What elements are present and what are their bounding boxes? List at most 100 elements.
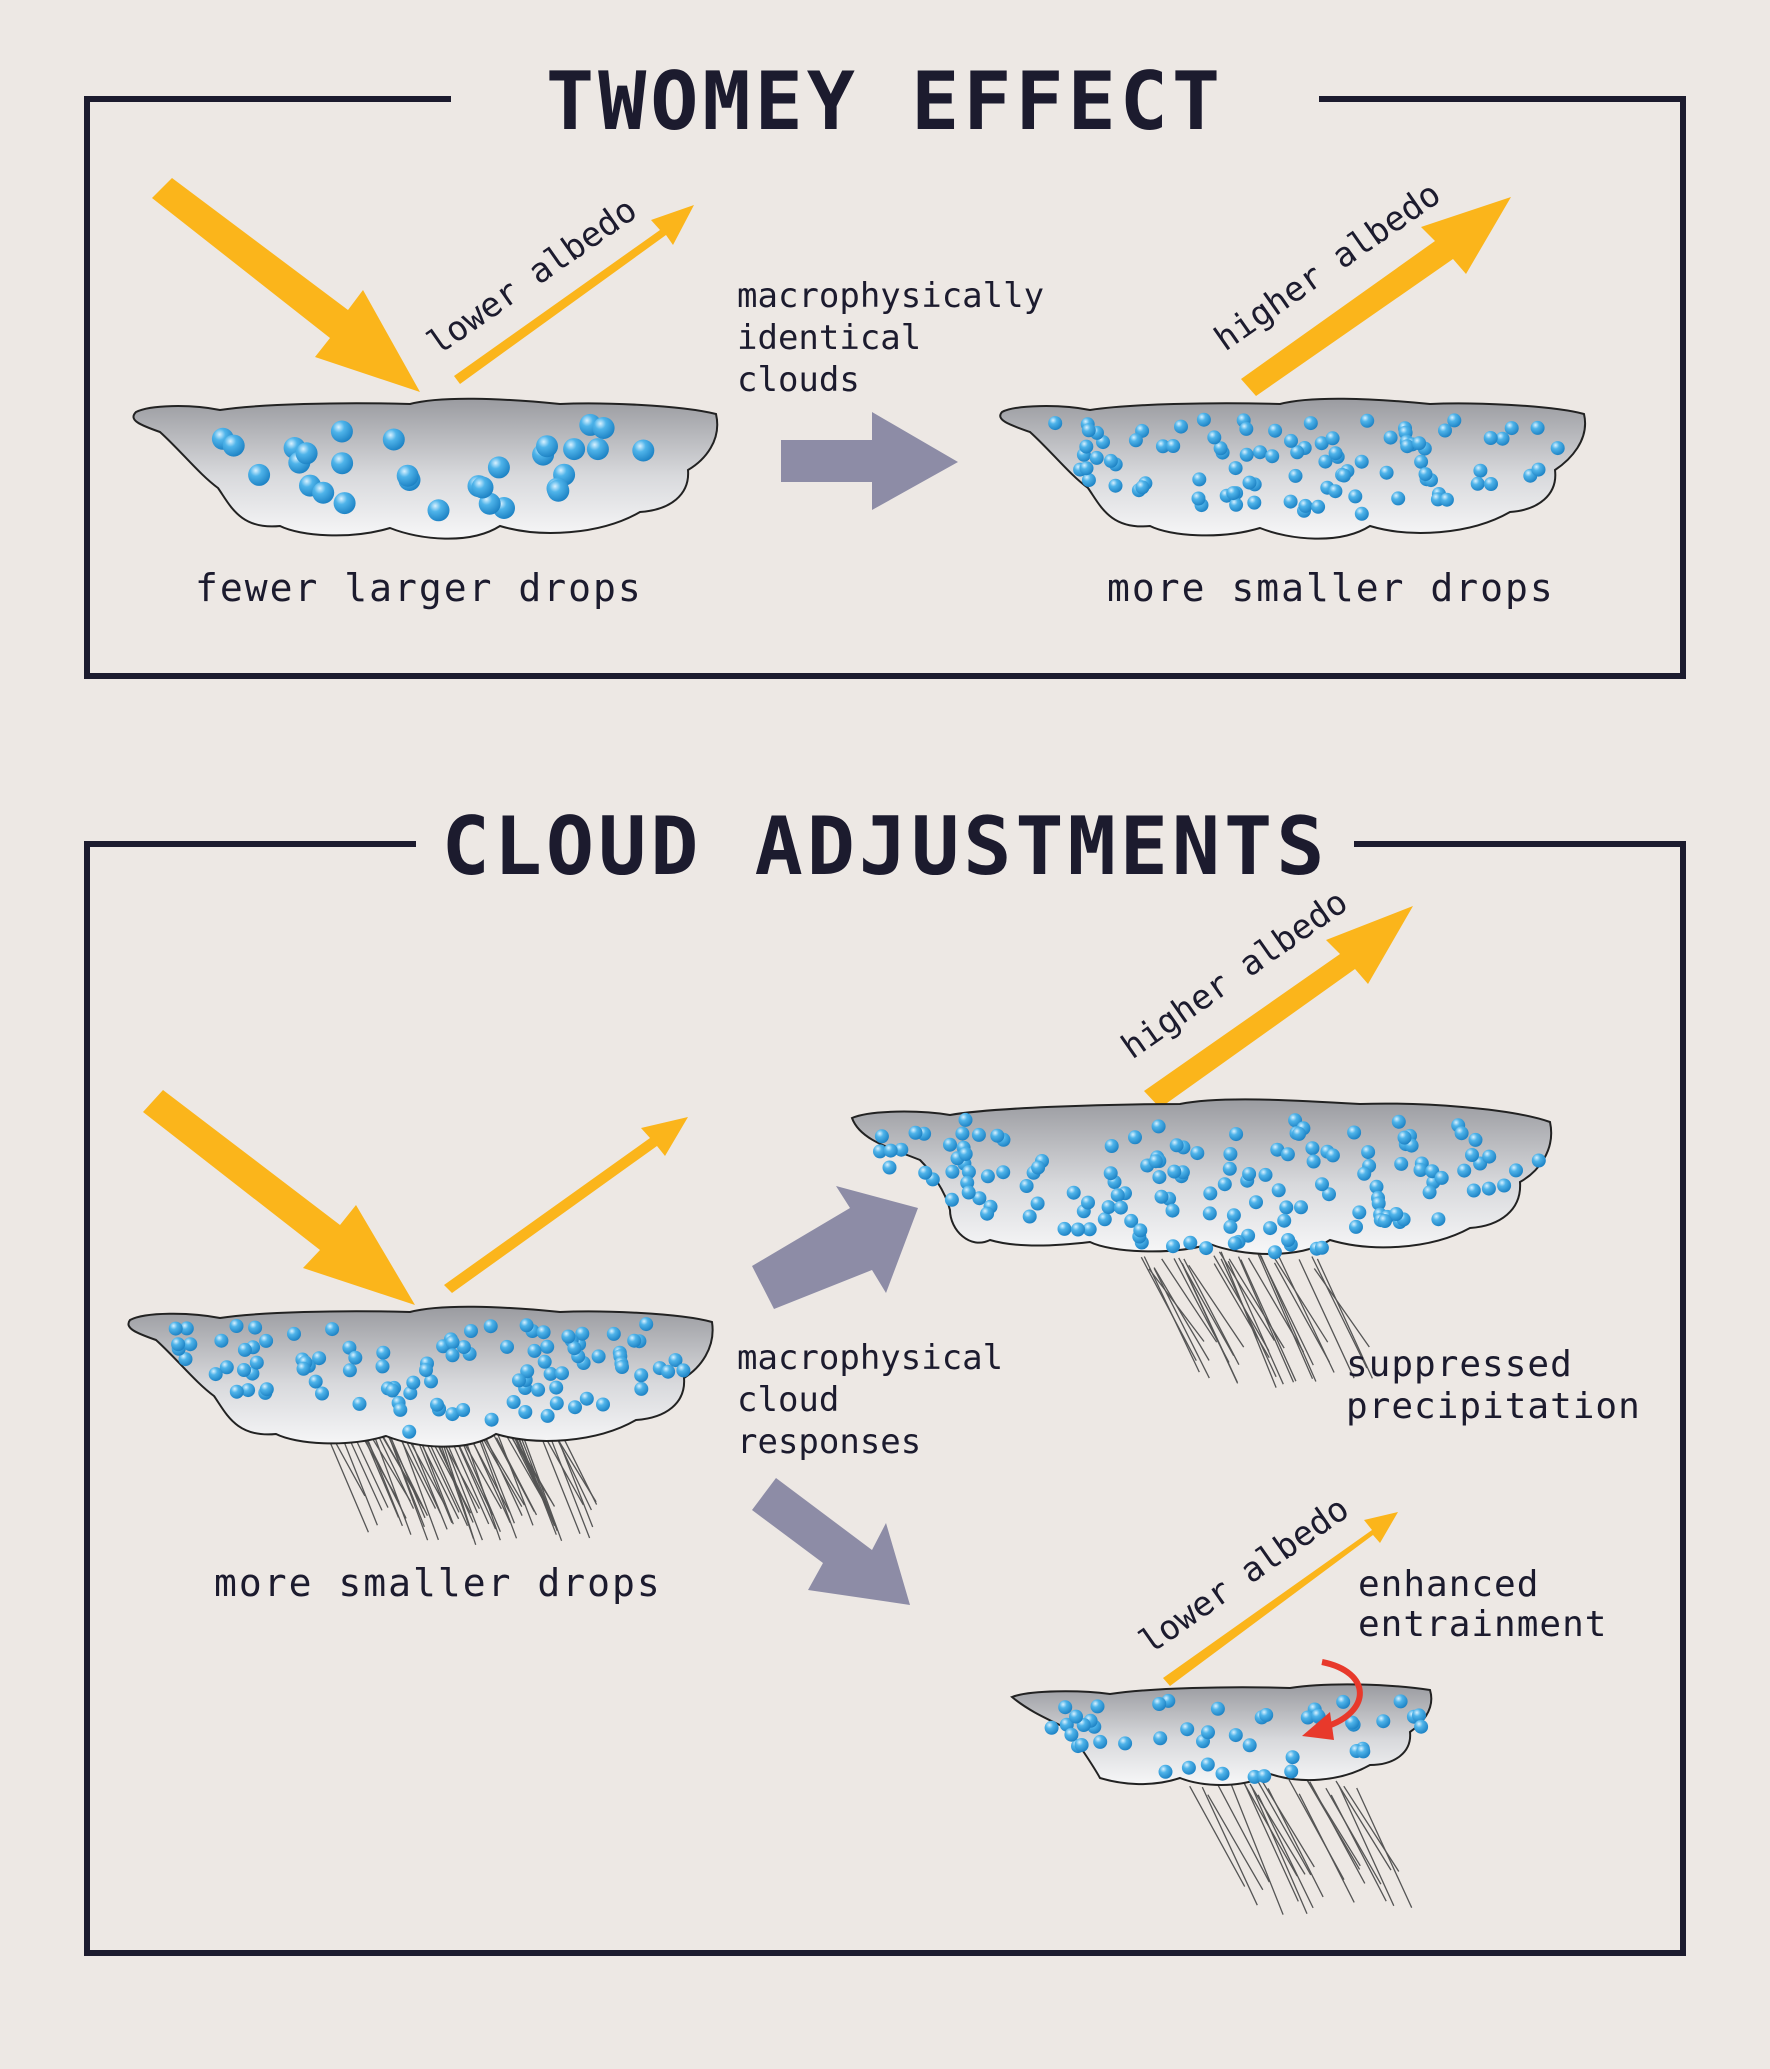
- macrophysically-label: macrophysically: [737, 276, 1044, 316]
- droplet: [1413, 1163, 1428, 1177]
- droplet: [945, 1164, 960, 1179]
- droplet: [222, 434, 245, 457]
- droplet: [1265, 449, 1280, 464]
- rain-streak: [1325, 1787, 1382, 1885]
- droplet: [1103, 453, 1118, 468]
- droplet: [1044, 1720, 1059, 1735]
- droplet: [592, 417, 615, 439]
- rain-streak: [448, 1433, 490, 1525]
- rain-streak: [475, 1431, 518, 1539]
- droplet: [1303, 416, 1318, 431]
- droplet: [1484, 477, 1498, 491]
- entrainment-arrow-icon: [1302, 1659, 1363, 1740]
- rain-streak: [1220, 1251, 1277, 1388]
- droplet: [958, 1147, 973, 1161]
- twomey-title: TWOMEY EFFECT: [450, 54, 1320, 150]
- rain-streak: [441, 1436, 484, 1541]
- droplet: [1383, 430, 1398, 445]
- droplet: [1148, 1154, 1163, 1169]
- rain-streak: [327, 1438, 369, 1533]
- droplet: [1263, 1221, 1278, 1236]
- droplet: [487, 456, 510, 479]
- droplet: [1110, 1188, 1125, 1203]
- droplet: [1222, 1161, 1237, 1176]
- macrophysical-label: macrophysical: [737, 1338, 1003, 1378]
- droplet: [1201, 1725, 1215, 1740]
- droplet: [471, 476, 494, 499]
- droplet: [237, 1363, 251, 1377]
- droplet: [1069, 1709, 1083, 1724]
- droplet: [1391, 1114, 1406, 1129]
- droplet: [1336, 1694, 1351, 1709]
- droplet: [567, 1341, 582, 1356]
- clouds-label: clouds: [737, 360, 860, 400]
- droplet: [1223, 1147, 1238, 1161]
- droplet: [540, 1339, 555, 1354]
- droplet: [249, 1355, 264, 1370]
- droplet: [168, 1321, 183, 1336]
- droplet: [1190, 1146, 1205, 1161]
- droplet: [1288, 468, 1303, 483]
- droplet: [1153, 1731, 1168, 1746]
- droplet: [1128, 1130, 1142, 1145]
- rain-streak: [1241, 1779, 1298, 1877]
- droplet: [427, 499, 450, 522]
- rain-streak: [1251, 1787, 1308, 1914]
- droplet: [1294, 1200, 1308, 1215]
- droplet: [1058, 1700, 1073, 1715]
- droplet: [1447, 413, 1462, 428]
- reflected-sunlight-arrow: [454, 205, 694, 384]
- droplet: [259, 1333, 274, 1348]
- flow-arrow-up: [752, 1186, 918, 1309]
- droplet: [874, 1129, 889, 1144]
- droplet: [883, 1143, 898, 1158]
- droplet: [1495, 431, 1510, 446]
- droplet: [1284, 1764, 1299, 1779]
- droplet: [456, 1403, 471, 1417]
- droplet: [1270, 1142, 1285, 1157]
- droplet: [596, 1397, 610, 1412]
- droplet: [1454, 1126, 1469, 1141]
- droplet: [1268, 423, 1283, 438]
- droplet: [1064, 1727, 1079, 1742]
- rain-streak: [1213, 1777, 1270, 1883]
- droplet: [1300, 1710, 1315, 1725]
- droplet: [1215, 1766, 1230, 1781]
- droplet: [295, 442, 318, 465]
- droplet: [944, 1192, 959, 1207]
- droplet: [1371, 1196, 1386, 1211]
- rain-streak: [495, 1437, 538, 1516]
- droplet: [563, 438, 586, 461]
- cloud-adjustments-title: CLOUD ADJUSTMENTS: [415, 799, 1355, 895]
- rain-streak: [1356, 1787, 1413, 1908]
- droplet: [1315, 1177, 1329, 1192]
- droplet: [259, 1382, 274, 1397]
- droplet: [1328, 484, 1343, 499]
- droplet: [1483, 431, 1498, 445]
- droplet: [1354, 454, 1369, 469]
- rain-streak: [383, 1437, 425, 1510]
- rain-streak: [426, 1438, 469, 1527]
- droplet: [961, 1164, 976, 1179]
- droplet: [331, 452, 354, 475]
- droplet: [1081, 423, 1096, 438]
- droplet: [1377, 1214, 1392, 1228]
- droplet: [1298, 498, 1313, 513]
- rain-streak: [1153, 1268, 1210, 1379]
- droplet: [1354, 506, 1369, 521]
- droplet: [606, 1326, 621, 1341]
- droplet: [1079, 461, 1094, 476]
- droplet: [1356, 1744, 1371, 1759]
- droplet: [1229, 1127, 1244, 1142]
- rain-streak: [406, 1430, 448, 1530]
- rain-streak: [365, 1438, 407, 1519]
- droplet: [1108, 478, 1123, 493]
- rain-streak: [1218, 1251, 1275, 1341]
- droplet: [873, 1144, 887, 1159]
- reflected-sunlight-arrow-upper: [1144, 906, 1413, 1108]
- droplet: [1196, 412, 1211, 427]
- droplet: [1169, 1138, 1184, 1153]
- droplet: [990, 1128, 1005, 1143]
- droplet: [1394, 1156, 1409, 1171]
- cloud-upper-right: [850, 1098, 1553, 1260]
